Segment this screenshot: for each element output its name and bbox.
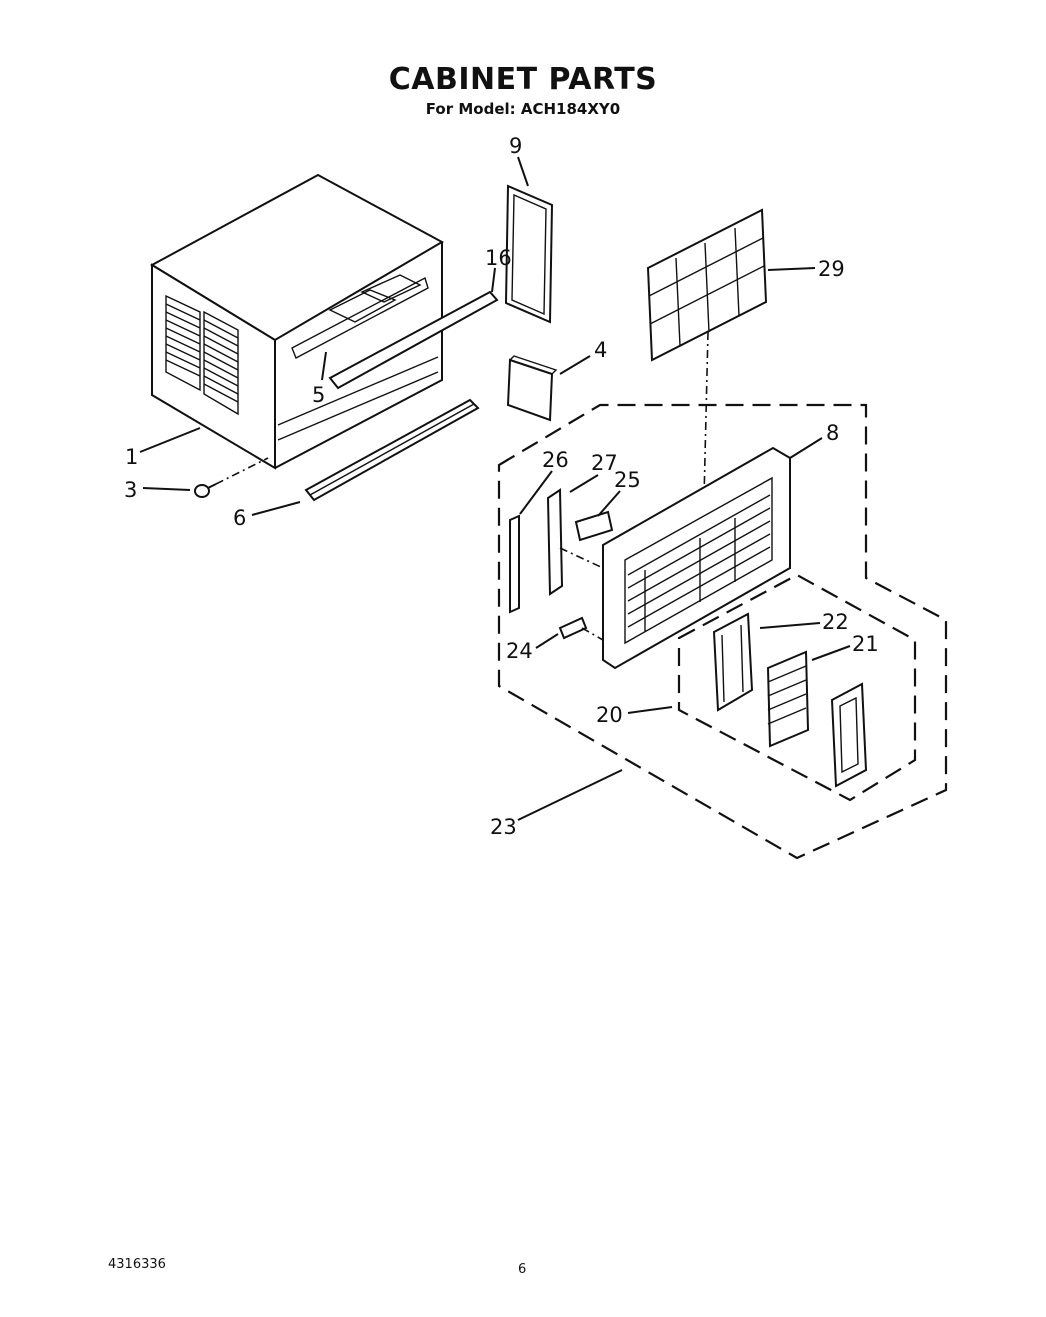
screw-3-part bbox=[194, 483, 217, 498]
callout-8: 8 bbox=[826, 421, 839, 445]
callout-24: 24 bbox=[506, 639, 533, 663]
callout-1: 1 bbox=[125, 445, 138, 469]
assembly-20-boundary bbox=[677, 573, 917, 802]
callout-5: 5 bbox=[312, 383, 325, 407]
bar-16-part bbox=[328, 290, 499, 390]
louver-frame-22-part bbox=[712, 612, 754, 712]
cabinet-part bbox=[149, 173, 445, 470]
filter-4-part bbox=[506, 355, 558, 422]
callout-27: 27 bbox=[591, 451, 618, 475]
callout-25: 25 bbox=[614, 468, 641, 492]
model-subtitle: For Model: ACH184XY0 bbox=[425, 100, 621, 118]
callout-4: 4 bbox=[594, 338, 607, 362]
page-title: CABINET PARTS bbox=[388, 62, 658, 97]
callout-23: 23 bbox=[490, 815, 517, 839]
callout-22: 22 bbox=[822, 610, 849, 634]
callout-21: 21 bbox=[852, 632, 879, 656]
page-number: 6 bbox=[518, 1262, 527, 1277]
assembly-23-boundary bbox=[497, 403, 948, 860]
callout-20: 20 bbox=[596, 703, 623, 727]
seal-24-part bbox=[558, 616, 588, 640]
callout-26: 26 bbox=[542, 448, 569, 472]
seal-27-part bbox=[546, 488, 564, 596]
seal-25-part bbox=[574, 510, 614, 542]
callout-16: 16 bbox=[485, 246, 512, 270]
callout-9: 9 bbox=[509, 134, 522, 158]
callout-29: 29 bbox=[818, 257, 845, 281]
louver-blades-21-part bbox=[766, 650, 810, 748]
callout-6: 6 bbox=[233, 506, 246, 530]
louver-housing-20-part bbox=[830, 682, 868, 788]
front-panel-8-part bbox=[602, 446, 791, 670]
seal-26-part bbox=[509, 514, 520, 614]
document-code: 4316336 bbox=[108, 1257, 166, 1272]
grille-29-part bbox=[646, 208, 768, 362]
filter-9-part bbox=[504, 184, 554, 324]
callout-3: 3 bbox=[124, 478, 137, 502]
